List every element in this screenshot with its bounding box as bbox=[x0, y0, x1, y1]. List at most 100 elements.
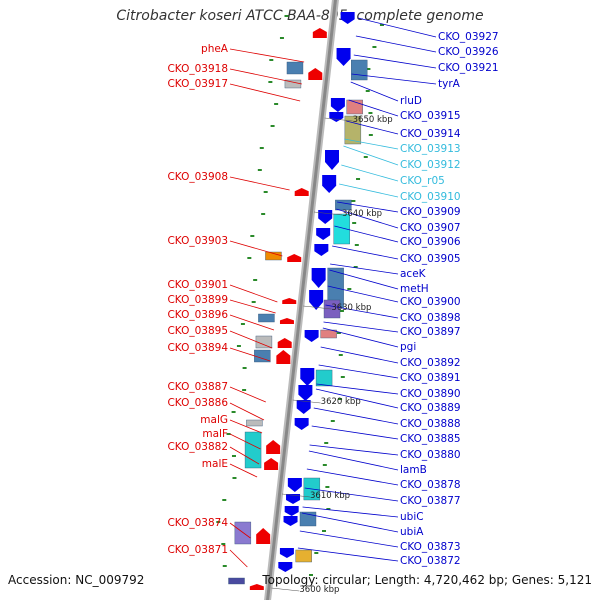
forward-cds-arrow bbox=[311, 268, 326, 288]
gc-dot bbox=[263, 191, 268, 193]
scale-tick-line bbox=[281, 493, 311, 498]
gc-dot bbox=[247, 257, 252, 259]
scale-tick-label: 3620 kbp bbox=[321, 397, 361, 407]
right-gene-label: rluD bbox=[400, 95, 422, 107]
right-label-line bbox=[355, 35, 437, 53]
right-gene-label: CKO_03885 bbox=[400, 433, 461, 445]
scale-tick-label: 3650 kbp bbox=[353, 115, 393, 125]
gene-block bbox=[295, 549, 312, 563]
gene-block bbox=[258, 313, 275, 323]
right-label-line bbox=[339, 183, 399, 198]
gene-block bbox=[323, 299, 341, 319]
right-gene-label: CKO_03892 bbox=[400, 357, 461, 369]
right-label-line bbox=[315, 388, 399, 409]
right-gene-label: CKO_03898 bbox=[400, 312, 461, 324]
forward-cds-arrow bbox=[325, 150, 340, 170]
right-label-line bbox=[309, 444, 399, 456]
topology-text: Topology: circular; Length: 4,720,462 bp… bbox=[262, 573, 592, 587]
gc-dot bbox=[354, 244, 359, 246]
reverse-cds-arrow bbox=[264, 458, 279, 470]
right-label-line bbox=[351, 73, 437, 85]
forward-cds-arrow bbox=[340, 12, 355, 24]
left-gene-label: CKO_03895 bbox=[167, 325, 228, 337]
reverse-cds-arrow bbox=[308, 68, 323, 80]
left-gene-label: CKO_03903 bbox=[167, 235, 228, 247]
gene-block bbox=[335, 199, 352, 211]
left-gene-label: pheA bbox=[201, 43, 229, 55]
gc-dot bbox=[257, 169, 262, 171]
gc-dot bbox=[363, 156, 368, 158]
right-gene-label: tyrA bbox=[438, 78, 461, 90]
left-gene-label: CKO_03896 bbox=[167, 309, 228, 321]
scale-tick-line bbox=[271, 587, 300, 592]
left-label-line bbox=[229, 330, 273, 349]
gc-dot bbox=[222, 499, 227, 501]
forward-cds-arrow bbox=[298, 385, 313, 401]
scale-tick-line bbox=[292, 399, 321, 404]
reverse-cds-arrow bbox=[249, 584, 264, 590]
gc-dot bbox=[338, 398, 343, 400]
gene-block bbox=[286, 61, 304, 75]
gc-dot bbox=[322, 530, 327, 532]
right-gene-label: CKO_03905 bbox=[400, 253, 461, 265]
gc-dot bbox=[347, 288, 352, 290]
right-label-line bbox=[316, 383, 399, 395]
gc-dot bbox=[284, 15, 289, 17]
right-label-line bbox=[311, 425, 399, 440]
right-label-line bbox=[313, 407, 399, 425]
right-label-line bbox=[323, 321, 399, 333]
label-layer: pheACKO_03918CKO_03917CKO_03908CKO_03903… bbox=[167, 31, 498, 567]
forward-cds-arrow bbox=[278, 562, 293, 572]
left-label-line bbox=[229, 347, 271, 362]
gc-dot bbox=[338, 354, 343, 356]
left-label-line bbox=[229, 284, 278, 303]
left-gene-label: CKO_03886 bbox=[167, 397, 228, 409]
gene-block bbox=[351, 59, 368, 81]
left-label-line bbox=[229, 433, 261, 450]
left-gene-label: CKO_03882 bbox=[167, 441, 228, 453]
right-gene-label: aceK bbox=[400, 268, 427, 280]
gc-dot bbox=[231, 455, 236, 457]
gc-dot bbox=[232, 477, 237, 479]
gc-dot bbox=[366, 68, 371, 70]
right-gene-label: CKO_03906 bbox=[400, 236, 461, 248]
forward-cds-arrow bbox=[304, 330, 319, 342]
right-gene-label: CKO_03890 bbox=[400, 388, 461, 400]
right-gene-label: CKO_03889 bbox=[400, 402, 461, 414]
backbone-layer bbox=[216, 0, 384, 600]
gc-dot bbox=[268, 81, 273, 83]
right-gene-label: CKO_03912 bbox=[400, 159, 461, 171]
right-label-line bbox=[306, 468, 399, 486]
right-label-line bbox=[308, 450, 399, 471]
right-gene-label: pgi bbox=[400, 341, 416, 353]
gc-dot bbox=[242, 389, 247, 391]
left-label-line bbox=[229, 463, 258, 478]
right-gene-label: CKO_03915 bbox=[400, 110, 461, 122]
right-label-line bbox=[341, 164, 399, 182]
right-gene-label: CKO_03878 bbox=[400, 479, 461, 491]
gc-dot bbox=[308, 574, 313, 576]
gc-dot bbox=[340, 376, 345, 378]
right-label-line bbox=[302, 506, 399, 518]
left-gene-label: CKO_03899 bbox=[167, 294, 228, 306]
right-gene-label: CKO_03926 bbox=[438, 46, 499, 58]
left-label-line bbox=[229, 240, 283, 257]
left-label-line bbox=[229, 48, 305, 63]
right-gene-label: CKO_03873 bbox=[400, 541, 461, 553]
gc-dot bbox=[259, 147, 264, 149]
left-gene-label: malE bbox=[202, 458, 228, 470]
reverse-cds-arrow bbox=[256, 528, 271, 544]
gc-dot bbox=[274, 103, 279, 105]
label-lines-layer bbox=[229, 17, 437, 568]
gene-block bbox=[320, 329, 337, 339]
gc-dot bbox=[314, 552, 319, 554]
right-gene-label: CKO_03913 bbox=[400, 143, 461, 155]
left-gene-label: CKO_03887 bbox=[167, 381, 228, 393]
right-gene-label: CKO_03880 bbox=[400, 449, 461, 461]
gene-block bbox=[333, 213, 350, 245]
forward-cds-arrow bbox=[300, 368, 315, 386]
left-label-line bbox=[229, 68, 302, 85]
left-label-line bbox=[229, 314, 275, 331]
right-gene-label: CKO_03907 bbox=[400, 222, 461, 234]
